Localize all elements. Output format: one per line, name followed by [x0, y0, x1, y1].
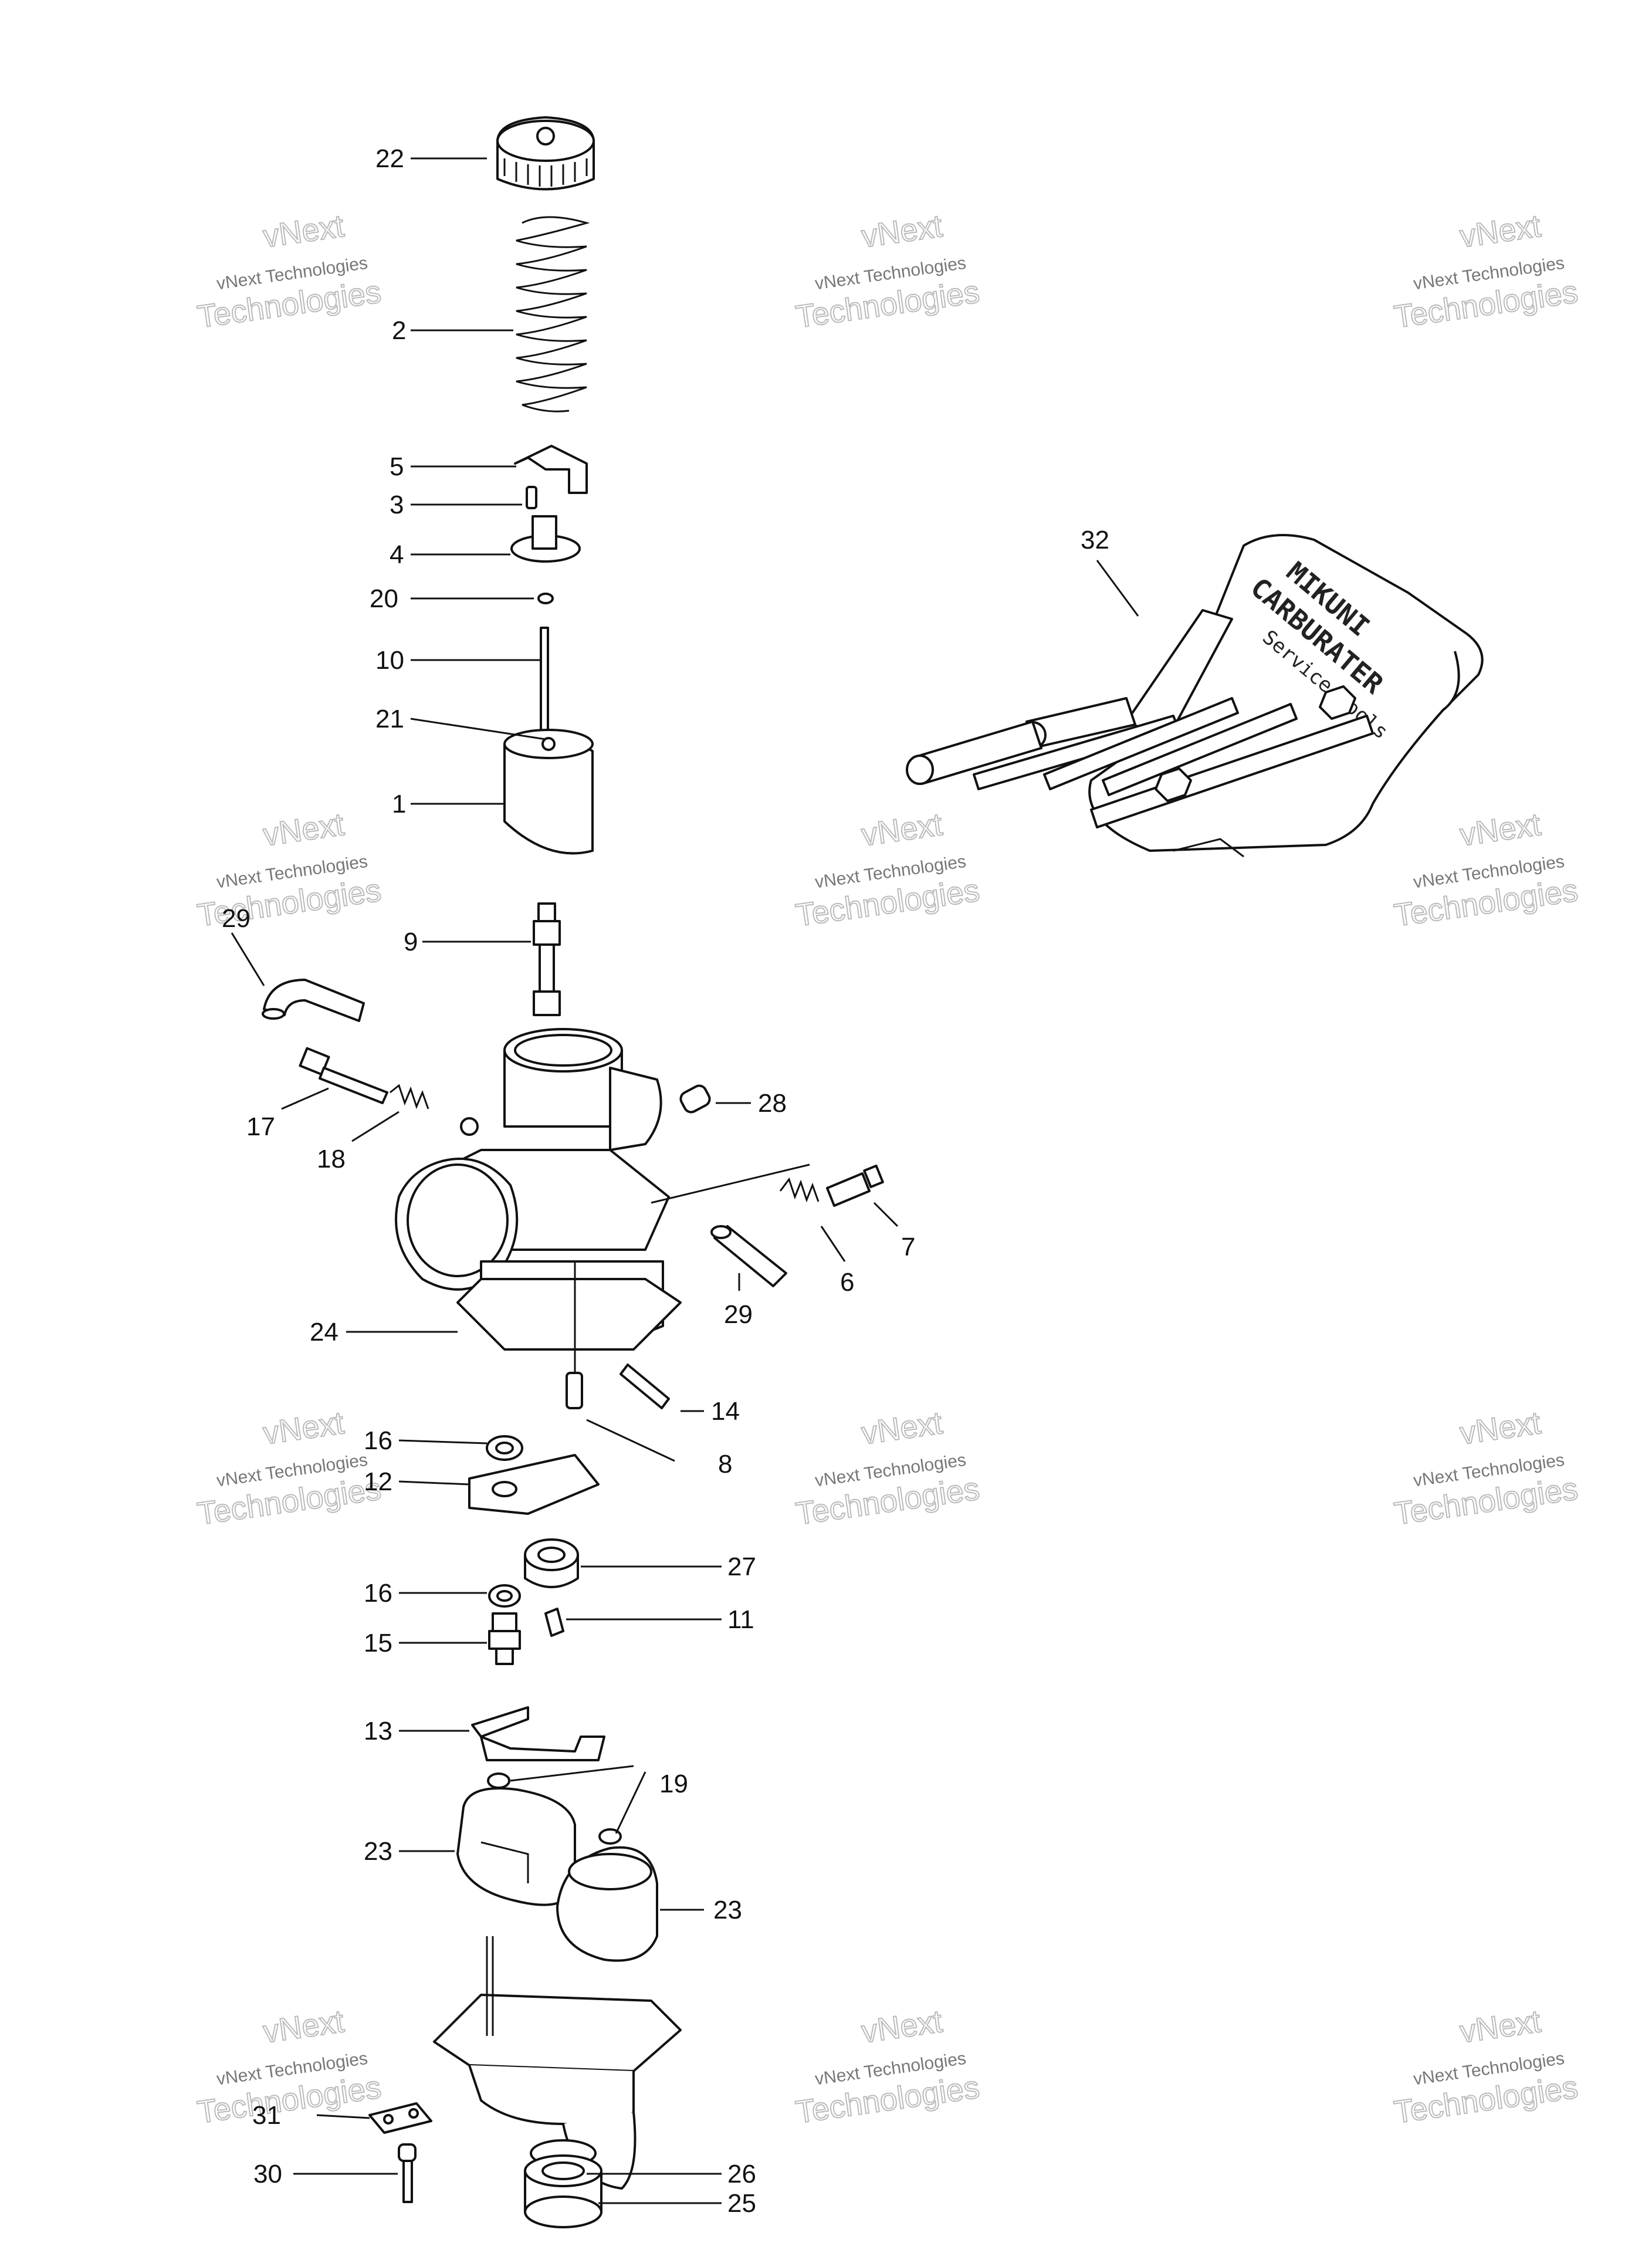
- callout-12: 12: [364, 1467, 392, 1496]
- callout-26: 26: [727, 2160, 756, 2188]
- part-spring: [516, 216, 590, 412]
- part-float-valve-seat: [524, 1538, 579, 1588]
- part-main-jet-holder: [488, 1612, 521, 1665]
- part-needle-jet: [533, 902, 561, 1016]
- part-clip: [514, 445, 588, 494]
- callout-22: 22: [375, 144, 404, 173]
- callout-27: 27: [727, 1552, 756, 1581]
- svg-text:vNext: vNext: [261, 807, 346, 853]
- callout-15: 15: [364, 1629, 392, 1657]
- part-float-bowl: [433, 1936, 682, 2190]
- callout-7: 7: [901, 1233, 915, 1261]
- callout-19: 19: [659, 1770, 688, 1798]
- svg-text:vNext: vNext: [261, 2004, 346, 2050]
- callout-2: 2: [392, 316, 406, 345]
- callout-1: 1: [392, 790, 406, 818]
- part-cap: [496, 116, 595, 191]
- part-e-clip: [537, 593, 554, 604]
- part-baffle-plate: [468, 1454, 600, 1515]
- part-service-tool-kit: MIKUNI CARBURATER Service Tools: [906, 534, 1484, 858]
- callout-18: 18: [317, 1145, 346, 1173]
- part-drain-plug: [524, 2154, 602, 2228]
- watermark: vNext vNext Technologies Technologies: [1392, 208, 1581, 336]
- callout-21: 21: [375, 705, 404, 733]
- callout-6: 6: [840, 1268, 854, 1297]
- part-carburetor-body: [395, 1028, 810, 1396]
- watermark: vNext vNext Technologies Technologies: [793, 806, 983, 934]
- part-idle-screw: [826, 1164, 884, 1207]
- part-washer-bottom: [488, 1584, 521, 1608]
- callout-23-left: 23: [364, 1837, 392, 1866]
- callout-24: 24: [310, 1318, 338, 1347]
- watermark: vNext vNext Technologies Technologies: [195, 208, 384, 336]
- part-pilot-air-screw: [299, 1047, 388, 1104]
- svg-text:vNext: vNext: [1458, 208, 1543, 255]
- callout-17: 17: [246, 1112, 275, 1141]
- callout-16-bottom: 16: [364, 1579, 392, 1608]
- callout-23-right: 23: [713, 1896, 742, 1924]
- callout-32: 32: [1081, 526, 1109, 554]
- watermark: vNext vNext Technologies Technologies: [195, 1405, 384, 1533]
- part-washer-top: [486, 1435, 523, 1461]
- part-pilot-spring: [390, 1084, 429, 1109]
- watermark: vNext vNext Technologies Technologies: [793, 1405, 983, 1533]
- svg-text:vNext: vNext: [859, 1405, 945, 1452]
- callout-31: 31: [252, 2101, 281, 2130]
- svg-text:vNext: vNext: [261, 208, 346, 255]
- callout-28: 28: [758, 1089, 787, 1118]
- callout-14: 14: [711, 1397, 740, 1426]
- part-overflow-hose: [710, 1225, 787, 1287]
- callout-leaders: [231, 157, 1139, 2204]
- part-small-screw: [526, 486, 537, 509]
- part-vent-hose: [262, 979, 365, 1022]
- svg-text:vNext: vNext: [1458, 2004, 1543, 2050]
- svg-text:vNext: vNext: [859, 807, 945, 853]
- part-needle-valve: [544, 1608, 564, 1637]
- callout-4: 4: [390, 540, 404, 569]
- callout-29-top: 29: [222, 904, 250, 933]
- watermark: vNext vNext Technologies Technologies: [1392, 1405, 1581, 1533]
- part-float-left: [456, 1787, 576, 1906]
- callout-16-top: 16: [364, 1426, 392, 1455]
- callout-13: 13: [364, 1717, 392, 1745]
- part-float-right: [556, 1846, 658, 1962]
- callout-25: 25: [727, 2189, 756, 2218]
- callout-3: 3: [390, 490, 404, 519]
- callout-5: 5: [390, 452, 404, 481]
- callout-labels: 22 2 5 3 4 20 10 21 1 29 9 17 18 28 6 7 …: [222, 144, 1109, 2218]
- callout-20: 20: [370, 584, 398, 613]
- part-retainer: [510, 515, 581, 563]
- watermark: vNext vNext Technologies Technologies: [793, 208, 983, 336]
- watermark: vNext vNext Technologies Technologies: [195, 806, 384, 934]
- watermark: vNext vNext Technologies Technologies: [1392, 2003, 1581, 2131]
- svg-text:vNext: vNext: [261, 1405, 346, 1452]
- watermark: vNext vNext Technologies Technologies: [1392, 806, 1581, 934]
- callout-29-right: 29: [724, 1300, 753, 1329]
- callout-8: 8: [718, 1450, 732, 1479]
- part-float-arm: [471, 1706, 605, 1761]
- callout-9: 9: [404, 928, 418, 956]
- part-cap-plug: [679, 1084, 711, 1114]
- svg-text:vNext: vNext: [859, 208, 945, 255]
- watermark: vNext vNext Technologies Technologies: [195, 2003, 384, 2131]
- watermark: vNext vNext Technologies Technologies: [793, 2003, 983, 2131]
- part-idle-spring: [779, 1177, 820, 1203]
- part-drain-screw: [398, 2143, 417, 2203]
- part-drain-plate: [368, 2102, 432, 2134]
- part-float-pin: [620, 1364, 670, 1409]
- part-throttle-slide: [503, 729, 594, 855]
- svg-text:vNext: vNext: [859, 2004, 945, 2050]
- callout-11: 11: [727, 1605, 754, 1634]
- part-pilot-jet: [566, 1372, 583, 1409]
- callout-10: 10: [375, 646, 404, 675]
- callout-30: 30: [253, 2160, 282, 2188]
- svg-text:vNext: vNext: [1458, 807, 1543, 853]
- svg-text:vNext: vNext: [1458, 1405, 1543, 1452]
